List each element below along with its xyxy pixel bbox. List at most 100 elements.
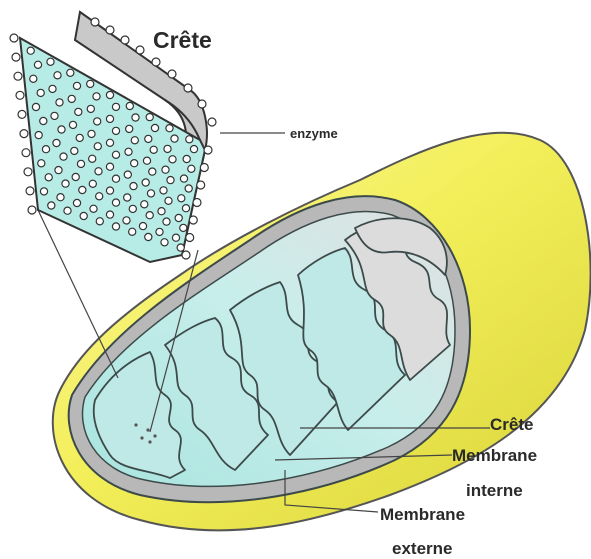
enzyme-bead bbox=[80, 212, 87, 219]
enzyme-bead bbox=[180, 175, 187, 182]
enzyme-bead bbox=[106, 26, 114, 34]
enzyme-bead bbox=[87, 80, 94, 87]
enzyme-bead bbox=[58, 126, 65, 133]
enzyme-bead bbox=[96, 218, 103, 225]
enzyme-bead bbox=[76, 134, 83, 141]
enzyme-bead bbox=[68, 95, 75, 102]
enzyme-bead bbox=[184, 84, 192, 92]
enzyme-bead bbox=[72, 173, 79, 180]
enzyme-bead bbox=[180, 224, 187, 231]
enzyme-bead bbox=[35, 132, 42, 139]
enzyme-bead bbox=[112, 103, 119, 110]
enzyme-bead bbox=[77, 160, 84, 167]
enzyme-bead bbox=[57, 194, 64, 201]
enzyme-bead bbox=[185, 185, 192, 192]
enzyme-bead bbox=[121, 36, 129, 44]
enzyme-bead bbox=[18, 110, 26, 118]
enzyme-bead bbox=[190, 146, 197, 153]
enzyme-bead bbox=[193, 199, 201, 207]
enzyme-bead bbox=[42, 146, 49, 153]
enzyme-bead bbox=[129, 228, 136, 235]
enzyme-bead bbox=[94, 118, 101, 125]
enzyme-bead bbox=[40, 188, 47, 195]
enzyme-bead bbox=[165, 197, 172, 204]
enzyme-bead bbox=[90, 205, 97, 212]
enzyme-bead bbox=[143, 157, 150, 164]
enzyme-bead bbox=[166, 125, 173, 132]
label-membrane-interne-2: interne bbox=[466, 481, 523, 500]
enzyme-bead bbox=[208, 118, 216, 126]
enzyme-bead bbox=[73, 82, 80, 89]
label-enzyme: enzyme bbox=[290, 126, 338, 141]
enzyme-bead bbox=[106, 211, 113, 218]
enzyme-bead bbox=[106, 163, 113, 170]
enzyme-bead bbox=[106, 139, 113, 146]
label-membrane-externe-1: Membrane bbox=[380, 505, 465, 524]
enzyme-bead bbox=[28, 206, 36, 214]
enzyme-bead bbox=[200, 164, 208, 172]
enzyme-bead bbox=[168, 70, 176, 78]
enzyme-bead bbox=[189, 216, 197, 224]
enzyme-bead bbox=[112, 175, 119, 182]
enzyme-bead bbox=[48, 202, 55, 209]
enzyme-bead bbox=[93, 93, 100, 100]
enzyme-bead bbox=[198, 100, 206, 108]
enzyme-bead bbox=[112, 127, 119, 134]
enzyme-bead bbox=[71, 147, 78, 154]
enzyme-bead bbox=[147, 190, 154, 197]
enzyme-bead bbox=[27, 47, 34, 54]
enzyme-bead bbox=[79, 186, 86, 193]
enzyme-bead bbox=[183, 155, 190, 162]
enzyme-bead bbox=[38, 160, 45, 167]
enzyme-bead bbox=[62, 180, 69, 187]
enzyme-bead bbox=[56, 99, 63, 106]
enzyme-bead bbox=[141, 201, 148, 208]
enzyme-bead bbox=[131, 160, 138, 167]
enzyme-bead bbox=[45, 174, 52, 181]
enzyme-bead bbox=[197, 181, 205, 189]
enzyme-bead bbox=[156, 228, 163, 235]
label-membrane-interne-1: Membrane bbox=[452, 446, 537, 465]
enzyme-bead bbox=[87, 105, 94, 112]
enzyme-bead bbox=[34, 61, 41, 68]
enzyme-bead bbox=[175, 214, 182, 221]
enzyme-bead bbox=[14, 72, 22, 80]
enzyme-bead bbox=[112, 223, 119, 230]
enzyme-bead bbox=[126, 102, 133, 109]
enzyme-bead bbox=[75, 108, 82, 115]
enzyme-bead bbox=[37, 89, 44, 96]
enzyme-bead bbox=[123, 217, 130, 224]
label-crete-side: Crête bbox=[490, 415, 533, 434]
label-membrane-externe-2: externe bbox=[392, 539, 452, 558]
enzyme-bead bbox=[112, 199, 119, 206]
enzyme-bead bbox=[32, 103, 39, 110]
enzyme-bead bbox=[167, 177, 174, 184]
enzyme-bead bbox=[188, 165, 195, 172]
enzyme-bead bbox=[24, 168, 32, 176]
enzyme-bead bbox=[131, 137, 138, 144]
enzyme-bead bbox=[132, 114, 139, 121]
enzyme-bead bbox=[146, 212, 153, 219]
enzyme-bead bbox=[186, 136, 193, 143]
enzyme-bead bbox=[89, 180, 96, 187]
enzyme-bead bbox=[60, 153, 67, 160]
enzyme-bead bbox=[146, 114, 153, 121]
enzyme-bead bbox=[152, 58, 160, 66]
enzyme-bead bbox=[16, 91, 24, 99]
enzyme-bead bbox=[95, 168, 102, 175]
enzyme-bead bbox=[172, 234, 179, 241]
enzyme-bead bbox=[145, 135, 152, 142]
enzyme-bead bbox=[160, 187, 167, 194]
enzyme-bead bbox=[26, 187, 34, 195]
enzyme-bead bbox=[162, 166, 169, 173]
enzyme-bead bbox=[129, 205, 136, 212]
enzyme-bead bbox=[145, 233, 152, 240]
enzyme-bead bbox=[106, 91, 113, 98]
enzyme-bead bbox=[47, 58, 54, 65]
enzyme-bead bbox=[163, 218, 170, 225]
enzyme-bead bbox=[169, 156, 176, 163]
enzyme-bead bbox=[88, 130, 95, 137]
enzyme-bead bbox=[182, 205, 189, 212]
enzyme-bead bbox=[30, 75, 37, 82]
enzyme-bead bbox=[125, 148, 132, 155]
